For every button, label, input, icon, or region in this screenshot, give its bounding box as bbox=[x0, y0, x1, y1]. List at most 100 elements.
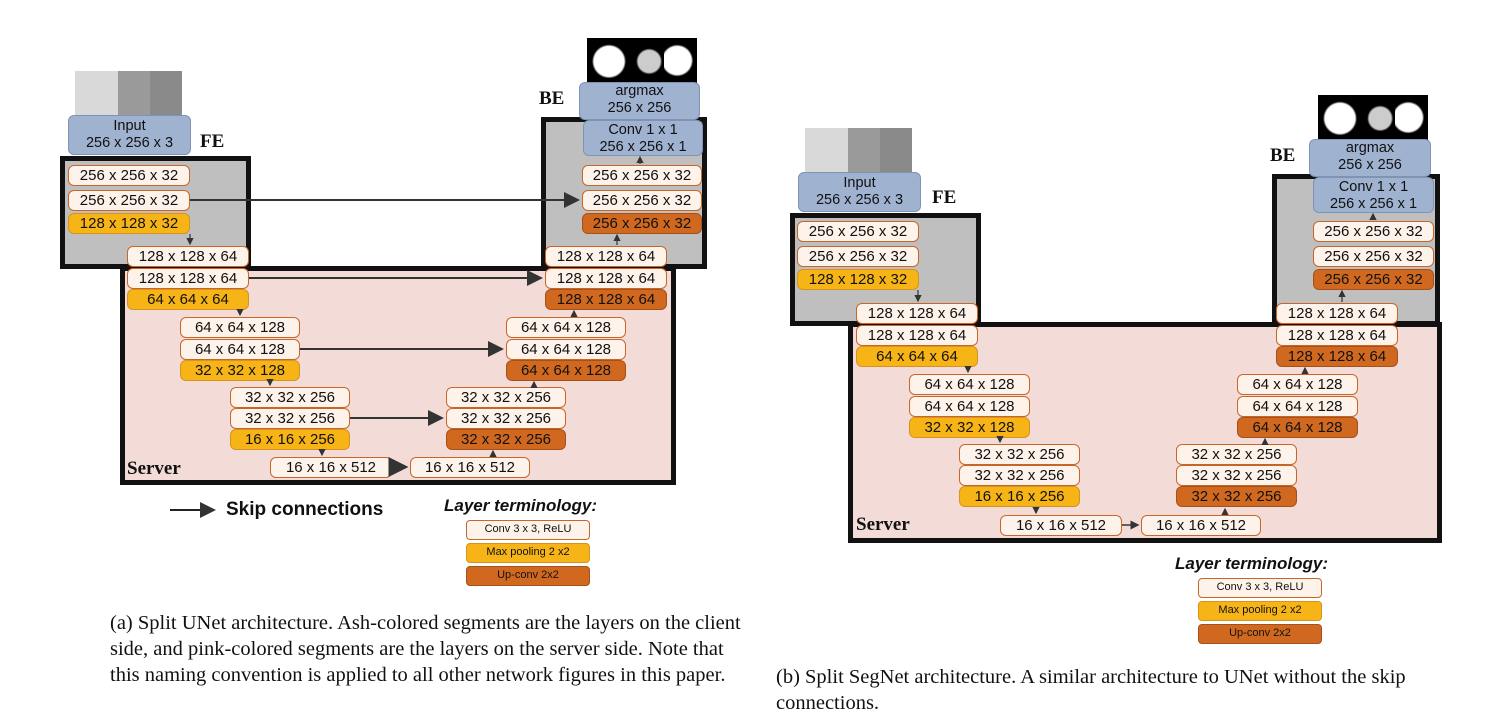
input-box: Input 256 x 256 x 3 bbox=[798, 172, 921, 212]
legend-pool: Max pooling 2 x2 bbox=[1198, 601, 1322, 621]
input-box-title: Input bbox=[113, 118, 146, 134]
decoder-layer-upconv: 32 x 32 x 256 bbox=[1176, 486, 1297, 507]
output-mask-thumbnails bbox=[587, 38, 697, 83]
input-box-shape: 256 x 256 x 3 bbox=[815, 192, 904, 208]
encoder-layer-conv: 128 x 128 x 64 bbox=[856, 303, 978, 324]
decoder-bottleneck-conv: 16 x 16 x 512 bbox=[1141, 515, 1261, 536]
input-box-shape: 256 x 256 x 3 bbox=[85, 135, 174, 151]
encoder-layer-conv: 256 x 256 x 32 bbox=[68, 165, 190, 186]
argmax-box: argmax 256 x 256 bbox=[579, 82, 700, 120]
conv1x1-box: Conv 1 x 1 256 x 256 x 1 bbox=[583, 120, 703, 156]
legend-upconv: Up-conv 2x2 bbox=[466, 566, 590, 586]
encoder-layer-pool: 32 x 32 x 128 bbox=[180, 360, 300, 381]
encoder-layer-pool: 128 x 128 x 32 bbox=[68, 213, 190, 234]
bottleneck-layer-conv: 16 x 16 x 512 bbox=[270, 457, 392, 478]
encoder-layer-pool: 64 x 64 x 64 bbox=[127, 289, 249, 310]
decoder-layer-conv: 32 x 32 x 256 bbox=[446, 387, 566, 408]
input-image bbox=[75, 71, 118, 115]
server-label: Server bbox=[856, 514, 910, 535]
legend-upconv: Up-conv 2x2 bbox=[1198, 624, 1322, 644]
input-box-title: Input bbox=[843, 175, 876, 191]
decoder-layer-conv: 64 x 64 x 128 bbox=[1237, 396, 1358, 417]
fe-label: FE bbox=[932, 187, 957, 208]
decoder-layer-upconv: 64 x 64 x 128 bbox=[1237, 417, 1358, 438]
caption-b: (b) Split SegNet architecture. A similar… bbox=[776, 666, 1406, 714]
caption-a: (a) Split UNet architecture. Ash-colored… bbox=[110, 612, 741, 686]
output-mask bbox=[1395, 95, 1428, 140]
decoder-layer-conv: 64 x 64 x 128 bbox=[506, 339, 626, 360]
output-mask-thumbnails bbox=[1318, 95, 1428, 140]
decoder-bottleneck-conv: 16 x 16 x 512 bbox=[410, 457, 530, 478]
decoder-layer-conv: 128 x 128 x 64 bbox=[1276, 325, 1398, 346]
legend-title: Layer terminology: bbox=[1175, 554, 1329, 573]
argmax-box: argmax 256 x 256 bbox=[1309, 139, 1431, 177]
fe-label: FE bbox=[200, 131, 225, 152]
conv1x1-shape: 256 x 256 x 1 bbox=[599, 139, 687, 155]
encoder-layer-conv: 128 x 128 x 64 bbox=[127, 268, 249, 289]
decoder-layer-conv: 64 x 64 x 128 bbox=[506, 317, 626, 338]
encoder-layer-pool: 128 x 128 x 32 bbox=[797, 269, 919, 290]
decoder-layer-conv: 128 x 128 x 64 bbox=[1276, 303, 1398, 324]
encoder-layer-conv: 32 x 32 x 256 bbox=[959, 444, 1080, 465]
output-mask bbox=[1362, 95, 1395, 140]
input-image-thumbnails bbox=[75, 71, 182, 115]
encoder-layer-conv: 256 x 256 x 32 bbox=[797, 221, 919, 242]
be-label: BE bbox=[539, 88, 565, 109]
argmax-shape: 256 x 256 bbox=[607, 100, 672, 116]
conv1x1-box: Conv 1 x 1 256 x 256 x 1 bbox=[1313, 177, 1434, 213]
input-image bbox=[805, 128, 848, 172]
output-mask bbox=[664, 38, 697, 83]
decoder-layer-conv: 64 x 64 x 128 bbox=[1237, 374, 1358, 395]
decoder-layer-upconv: 128 x 128 x 64 bbox=[1276, 346, 1398, 367]
input-image bbox=[880, 128, 912, 172]
server-label: Server bbox=[127, 458, 181, 479]
decoder-layer-conv: 256 x 256 x 32 bbox=[1313, 246, 1434, 267]
argmax-title: argmax bbox=[615, 83, 664, 99]
output-mask bbox=[631, 38, 664, 83]
decoder-layer-conv: 128 x 128 x 64 bbox=[545, 268, 667, 289]
decoder-layer-conv: 256 x 256 x 32 bbox=[582, 165, 702, 186]
output-mask bbox=[587, 38, 631, 83]
encoder-layer-conv: 128 x 128 x 64 bbox=[856, 325, 978, 346]
decoder-layer-conv: 32 x 32 x 256 bbox=[1176, 444, 1297, 465]
be-label: BE bbox=[1270, 145, 1296, 166]
encoder-layer-conv: 64 x 64 x 128 bbox=[180, 339, 300, 360]
output-mask bbox=[1318, 95, 1362, 140]
legend-conv: Conv 3 x 3, ReLU bbox=[466, 520, 590, 540]
legend-conv: Conv 3 x 3, ReLU bbox=[1198, 578, 1322, 598]
encoder-layer-conv: 256 x 256 x 32 bbox=[68, 190, 190, 211]
encoder-layer-conv: 32 x 32 x 256 bbox=[230, 387, 350, 408]
decoder-layer-upconv: 256 x 256 x 32 bbox=[1313, 269, 1434, 290]
skip-connections-label: Skip connections bbox=[226, 499, 384, 520]
legend-pool: Max pooling 2 x2 bbox=[466, 543, 590, 563]
encoder-layer-pool: 16 x 16 x 256 bbox=[230, 429, 350, 450]
input-image bbox=[848, 128, 880, 172]
encoder-layer-conv: 64 x 64 x 128 bbox=[909, 374, 1030, 395]
conv1x1-title: Conv 1 x 1 bbox=[608, 122, 678, 138]
encoder-layer-conv: 256 x 256 x 32 bbox=[797, 246, 919, 267]
encoder-layer-conv: 64 x 64 x 128 bbox=[180, 317, 300, 338]
encoder-layer-pool: 32 x 32 x 128 bbox=[909, 417, 1030, 438]
decoder-layer-conv: 32 x 32 x 256 bbox=[446, 408, 566, 429]
argmax-title: argmax bbox=[1345, 140, 1395, 156]
legend-title: Layer terminology: bbox=[444, 496, 598, 515]
decoder-layer-upconv: 32 x 32 x 256 bbox=[446, 429, 566, 450]
encoder-layer-conv: 128 x 128 x 64 bbox=[127, 246, 249, 267]
encoder-layer-conv: 64 x 64 x 128 bbox=[909, 396, 1030, 417]
conv1x1-title: Conv 1 x 1 bbox=[1338, 179, 1409, 195]
encoder-layer-pool: 16 x 16 x 256 bbox=[959, 486, 1080, 507]
decoder-layer-conv: 256 x 256 x 32 bbox=[582, 190, 702, 211]
input-image-thumbnails bbox=[805, 128, 912, 172]
conv1x1-shape: 256 x 256 x 1 bbox=[1329, 196, 1418, 212]
input-image bbox=[118, 71, 150, 115]
decoder-layer-conv: 256 x 256 x 32 bbox=[1313, 221, 1434, 242]
encoder-layer-conv: 32 x 32 x 256 bbox=[959, 465, 1080, 486]
argmax-shape: 256 x 256 bbox=[1338, 157, 1402, 173]
encoder-layer-pool: 64 x 64 x 64 bbox=[856, 346, 978, 367]
encoder-layer-conv: 32 x 32 x 256 bbox=[230, 408, 350, 429]
decoder-layer-conv: 128 x 128 x 64 bbox=[545, 246, 667, 267]
decoder-layer-upconv: 256 x 256 x 32 bbox=[582, 213, 702, 234]
